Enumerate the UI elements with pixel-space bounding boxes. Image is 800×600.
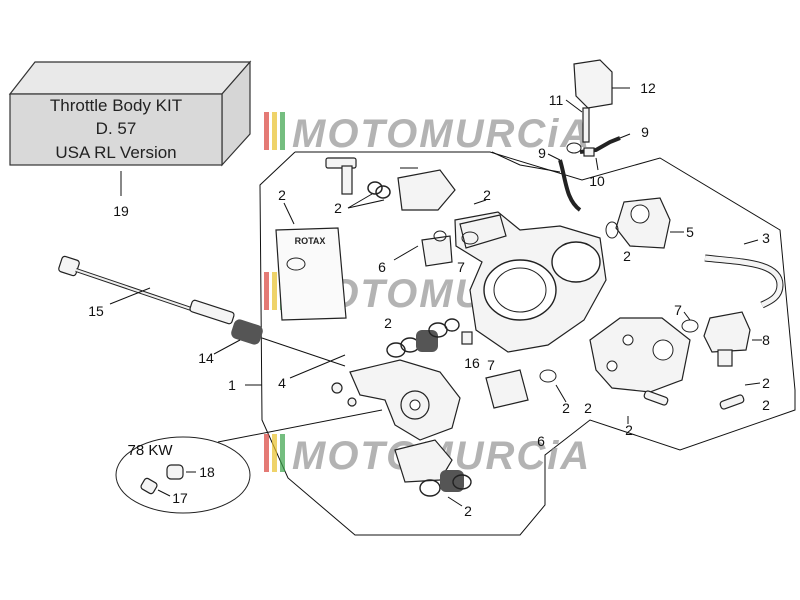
callout-2-bottom: 2	[464, 503, 472, 519]
callout-2-top: 2	[334, 200, 342, 216]
callout-9-left: 9	[538, 145, 546, 161]
spring-part: 14	[198, 319, 346, 367]
injector-center-part: 7 2 6	[485, 357, 570, 449]
kit-box: Throttle Body KIT D. 57 USA RL Version 1…	[8, 60, 252, 219]
callout-5: 5	[686, 224, 694, 240]
throttle-cable-part: 15	[58, 255, 235, 325]
tps-sensor-part: 5 2	[605, 197, 694, 264]
throttle-pulley-part	[331, 359, 461, 441]
callout-18: 18	[199, 464, 215, 480]
callout-4: 4	[278, 375, 286, 391]
callout-11: 11	[549, 92, 564, 108]
watermark-top: MOTOMURCiA	[264, 112, 591, 156]
callout-3: 3	[762, 230, 770, 246]
callout-9-right: 9	[641, 124, 649, 140]
oring-set-left: 2	[384, 315, 460, 358]
kit-title: Throttle Body KIT	[50, 96, 182, 115]
callout-10: 10	[589, 173, 605, 189]
callout-6-lower: 6	[537, 433, 545, 449]
callout-14: 14	[198, 350, 214, 366]
watermark-text: MOTOMURCiA	[292, 112, 591, 156]
callout-2-body: 2	[483, 187, 491, 203]
injector-left-part: 6 7	[378, 230, 479, 275]
kit-version: USA RL Version	[55, 143, 176, 162]
pressure-regulator-part: 7 8 2 2 2 2	[584, 302, 770, 438]
rotax-card-text: ROTAX	[295, 236, 326, 246]
callout-2-tps: 2	[623, 248, 631, 264]
throttle-body-part: 2 16	[454, 187, 607, 371]
callout-12: 12	[640, 80, 656, 96]
callout-2-right-c: 2	[625, 422, 633, 438]
map-sensor-part: 12 11 10 9 9	[538, 59, 656, 212]
callout-2-right-d: 2	[584, 400, 592, 416]
kit-diameter: D. 57	[96, 119, 137, 138]
top-bolt-part: 2	[325, 157, 456, 216]
callout-2-center: 2	[562, 400, 570, 416]
callout-7-upper: 7	[457, 259, 465, 275]
assembly-outline	[259, 151, 796, 536]
callout-2-left: 2	[384, 315, 392, 331]
callout-8: 8	[762, 332, 770, 348]
callout-2-rotax: 2	[278, 187, 286, 203]
callout-16: 16	[464, 355, 480, 371]
callout-2-right-a: 2	[762, 375, 770, 391]
variant-label: 78 KW	[127, 442, 173, 459]
lower-sensor-part: 2	[394, 439, 472, 519]
rotax-card: ROTAX 2	[275, 187, 347, 321]
callout-7-right: 7	[674, 302, 682, 318]
callout-2-right-b: 2	[762, 397, 770, 413]
hose-part: 3	[704, 230, 784, 309]
variant-78kw-bubble: 78 KW 18 17	[115, 409, 383, 514]
callout-1: 1	[228, 377, 236, 393]
callout-6-upper: 6	[378, 259, 386, 275]
callout-7-center: 7	[487, 357, 495, 373]
callout-19: 19	[113, 203, 129, 219]
callout-17: 17	[172, 490, 188, 506]
callout-15: 15	[88, 303, 104, 319]
